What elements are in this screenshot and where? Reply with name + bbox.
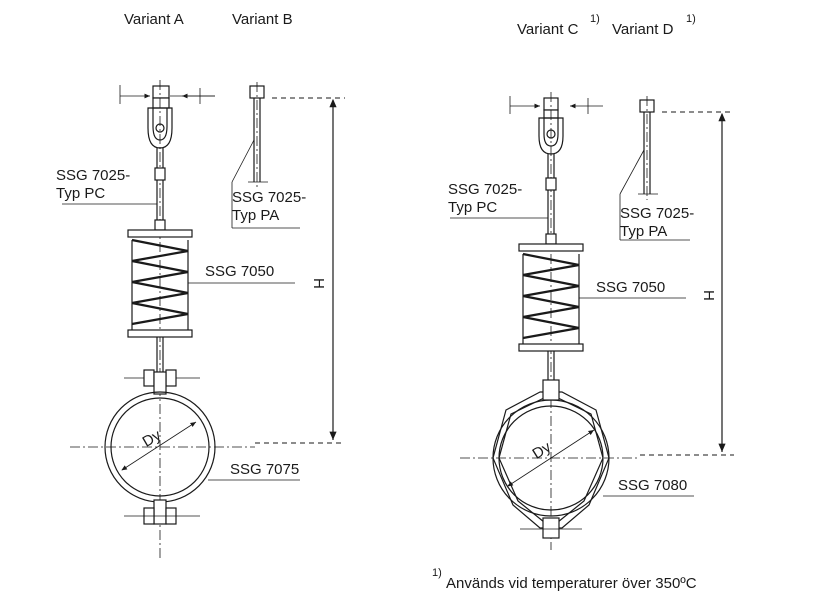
label-pc-right-2: Typ PC: [448, 199, 497, 216]
label-spring-left: SSG 7050: [205, 263, 274, 280]
h-label-left: H: [310, 278, 327, 289]
label-pc-left-1: SSG 7025-: [56, 167, 130, 184]
label-pc-left-2: Typ PC: [56, 185, 105, 202]
label-pc-right-1: SSG 7025-: [448, 181, 522, 198]
variant-c-note: 1): [590, 13, 600, 25]
variant-c-assembly: [460, 92, 640, 550]
label-clamp-right: SSG 7080: [618, 477, 687, 494]
h-label-right: H: [700, 290, 717, 301]
variant-d-note: 1): [686, 13, 696, 25]
variant-d-assembly: [619, 96, 658, 240]
footnote-text: Används vid temperaturer över 350ºC: [446, 575, 697, 592]
label-spring-right: SSG 7050: [596, 279, 665, 296]
label-clamp-left: SSG 7075: [230, 461, 299, 478]
variant-b-assembly: [231, 82, 268, 228]
dimension-h-right: [640, 111, 734, 456]
footnote-marker: 1): [432, 567, 442, 579]
variant-a-assembly: [70, 80, 255, 560]
variant-d-title: Variant D: [612, 21, 674, 38]
variant-b-title: Variant B: [232, 11, 293, 28]
label-pa-right-1: SSG 7025-: [620, 205, 694, 222]
variant-c-title: Variant C: [517, 21, 579, 38]
dimension-h-left: [255, 97, 345, 444]
variant-a-title: Variant A: [124, 11, 184, 28]
label-pa-left-1: SSG 7025-: [232, 189, 306, 206]
label-pa-right-2: Typ PA: [620, 223, 667, 240]
label-pa-left-2: Typ PA: [232, 207, 279, 224]
